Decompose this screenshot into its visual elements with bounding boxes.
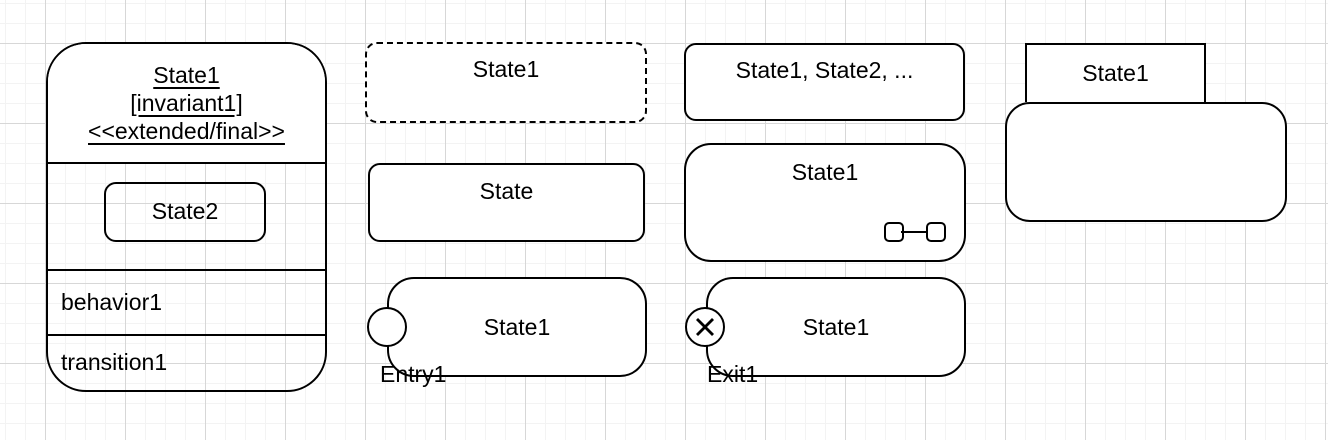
state-invariant-label: [invariant1] bbox=[130, 89, 243, 116]
tabbed-state-label: State1 bbox=[1082, 60, 1149, 86]
state-name-label: State1 bbox=[153, 61, 220, 88]
submachine-state-label: State1 bbox=[791, 159, 859, 185]
dashed-state-label: State1 bbox=[472, 56, 540, 82]
transition-compartment[interactable]: transition1 bbox=[48, 336, 325, 391]
composite-state-body: State2 bbox=[48, 164, 325, 271]
entry-state-shape[interactable]: State1 bbox=[387, 277, 647, 377]
nested-state-label: State2 bbox=[151, 198, 219, 224]
transition-label: transition1 bbox=[61, 349, 168, 376]
nested-state-shape[interactable]: State2 bbox=[104, 181, 266, 242]
entry-annotation-label[interactable]: Entry1 bbox=[380, 361, 447, 387]
tabbed-state-body[interactable] bbox=[1005, 102, 1287, 222]
entry-state-label: State1 bbox=[483, 313, 551, 340]
exit-annotation-label[interactable]: Exit1 bbox=[707, 361, 759, 387]
composite-state-title: State1 [invariant1] <<extended/final>> bbox=[48, 44, 325, 164]
multi-state-shape[interactable]: State1, State2, ... bbox=[684, 43, 965, 121]
tabbed-state-tab[interactable]: State1 bbox=[1025, 43, 1206, 102]
simple-state-label: State bbox=[479, 178, 534, 204]
link-bar bbox=[901, 230, 929, 234]
composite-state-shape[interactable]: State1 [invariant1] <<extended/final>> S… bbox=[46, 42, 327, 392]
behavior-compartment[interactable]: behavior1 bbox=[48, 271, 325, 336]
link-square-right bbox=[926, 222, 946, 242]
dashed-state-shape[interactable]: State1 bbox=[365, 42, 647, 123]
behavior-label: behavior1 bbox=[61, 288, 163, 315]
x-glyph bbox=[695, 317, 714, 336]
exit-state-label: State1 bbox=[802, 313, 870, 340]
entry-point-icon[interactable] bbox=[367, 307, 407, 347]
submachine-state-shape[interactable]: State1 bbox=[684, 143, 966, 262]
submachine-link-icon bbox=[884, 222, 946, 242]
exit-point-icon[interactable] bbox=[685, 307, 725, 347]
state-stereotype-label: <<extended/final>> bbox=[88, 117, 285, 144]
exit-state-shape[interactable]: State1 bbox=[706, 277, 966, 377]
multi-state-label: State1, State2, ... bbox=[735, 57, 914, 83]
simple-state-shape[interactable]: State bbox=[368, 163, 645, 242]
